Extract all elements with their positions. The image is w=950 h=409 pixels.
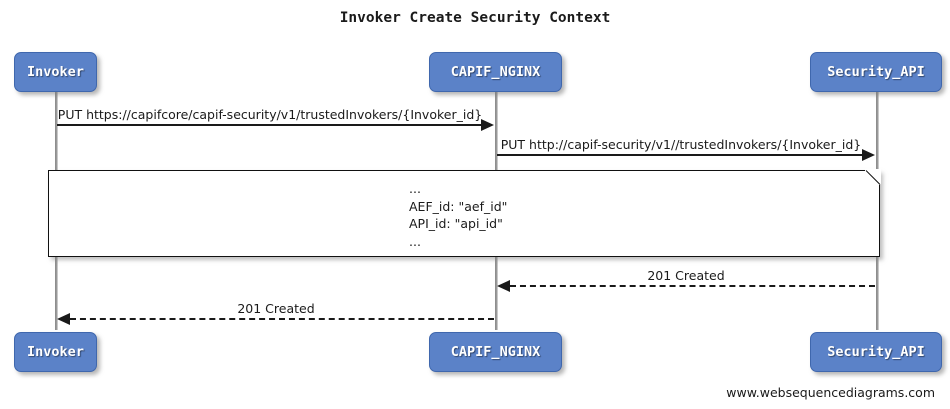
participant-capif-nginx-top[interactable]: CAPIF_NGINX [429, 52, 562, 92]
participant-label: Invoker [27, 64, 84, 80]
arrowhead-left-icon-3 [497, 280, 510, 292]
message-label-3: 201 Created [647, 268, 725, 283]
participant-label: Security_API [827, 64, 925, 80]
footer-watermark: www.websequencediagrams.com [726, 385, 935, 400]
message-line-4 [70, 318, 494, 320]
message-label-1: PUT https://capifcore/capif-security/v1/… [57, 107, 483, 122]
arrowhead-right-icon-2 [862, 149, 875, 161]
note-text: ... AEF_id: "aef_id" API_id: "api_id" ..… [409, 181, 508, 249]
participant-capif-nginx-bottom[interactable]: CAPIF_NGINX [429, 332, 562, 372]
arrowhead-left-icon-4 [57, 313, 70, 325]
participant-label: CAPIF_NGINX [450, 64, 541, 80]
note-fold-mask [865, 169, 881, 185]
participant-invoker-bottom[interactable]: Invoker [14, 332, 97, 372]
participant-invoker-top[interactable]: Invoker [14, 52, 97, 92]
participant-label: Security_API [827, 344, 925, 360]
arrowhead-right-icon-1 [481, 119, 494, 131]
message-line-3 [510, 285, 875, 287]
message-line-2 [497, 154, 862, 156]
diagram-title: Invoker Create Security Context [339, 10, 611, 26]
message-label-4: 201 Created [237, 301, 315, 316]
participant-label: CAPIF_NGINX [450, 344, 541, 360]
participant-label: Invoker [27, 344, 84, 360]
participant-security-api-bottom[interactable]: Security_API [810, 332, 942, 372]
message-line-1 [57, 124, 481, 126]
message-label-2: PUT http://capif-security/v1//trustedInv… [500, 137, 862, 152]
participant-security-api-top[interactable]: Security_API [810, 52, 942, 92]
note-box [48, 170, 880, 257]
